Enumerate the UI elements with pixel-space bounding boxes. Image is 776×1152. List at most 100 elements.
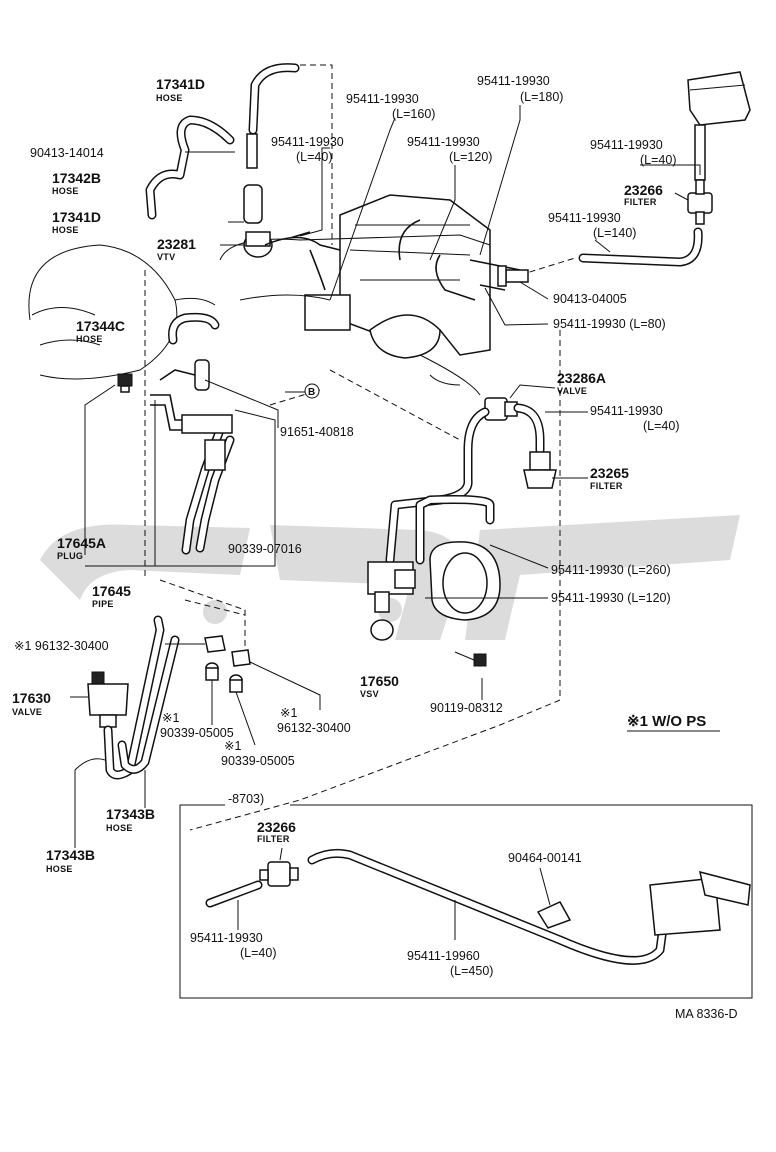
label-95411-19930-d: 95411-19930 [477, 74, 550, 88]
hose-17341d-mid [243, 184, 263, 224]
label-mark-1a: ※1 [162, 711, 179, 725]
label-17341d-top: 17341D [156, 76, 205, 92]
cap-90339-05005-a [205, 662, 219, 681]
label-95411-19930-b: 95411-19930 [271, 135, 344, 149]
callout-labels: 17341D HOSE 90413-14014 17342B HOSE 1734… [12, 74, 738, 1021]
valve-23286a [484, 397, 518, 421]
leader-lines [70, 105, 701, 940]
label-filter-1: FILTER [624, 197, 657, 207]
label-17342b: 17342B [52, 170, 101, 186]
label-mark-1c: ※1 [224, 739, 241, 753]
label-len-450: (L=450) [450, 964, 493, 978]
hose-95411-19930-l40-right [513, 403, 545, 455]
charcoal-canister-top [687, 71, 751, 181]
label-hose-4: HOSE [76, 334, 103, 344]
plug-17645a [117, 373, 133, 393]
circle-b-marker [304, 383, 320, 399]
label-95411-19930-e: 95411-19930 [590, 138, 663, 152]
label-17645a: 17645A [57, 535, 106, 551]
vtv-23281 [243, 231, 273, 258]
label-len-120-a: (L=120) [449, 150, 492, 164]
label-90339-05005-a: 90339-05005 [160, 726, 234, 740]
hose-95411-19960-l450 [307, 848, 667, 965]
label-90339-07016: 90339-07016 [228, 542, 302, 556]
label-hose-1: HOSE [156, 93, 183, 103]
label-23266-box: 23266 [257, 819, 296, 835]
label-len-40-c: (L=40) [643, 419, 679, 433]
clip-96132-30400-b [231, 649, 251, 667]
label-96132-30400-b: 96132-30400 [277, 721, 351, 735]
hose-95411-19930-l40-box [205, 880, 263, 908]
label-95411-19930-g: 95411-19930 (L=80) [553, 317, 666, 331]
label-95411-19930-i: 95411-19930 (L=260) [551, 563, 671, 577]
label-95411-19930-c: 95411-19930 [407, 135, 480, 149]
pipe-17645-assembly [150, 359, 235, 555]
label-vtv: VTV [157, 252, 175, 262]
section-box-8703 [179, 804, 753, 999]
label-17630: 17630 [12, 690, 51, 706]
filter-23265 [523, 451, 557, 489]
label-wo-ps-note: ※1 W/O PS [627, 713, 706, 730]
label-96132-30400-a: ※1 96132-30400 [14, 639, 109, 653]
label-mark-1b: ※1 [280, 706, 297, 720]
bolt-90119-08312 [454, 651, 487, 667]
label-hose-6: HOSE [46, 864, 73, 874]
label-91651-40818: 91651-40818 [280, 425, 354, 439]
label-90339-05005-b: 90339-05005 [221, 754, 295, 768]
charcoal-canister-box [649, 870, 751, 936]
label-hose-3: HOSE [52, 225, 79, 235]
air-cleaner-housing [28, 244, 216, 380]
label-len-40-a: (L=40) [296, 150, 332, 164]
label-95411-19930-a: 95411-19930 [346, 92, 419, 106]
label-17343b-a: 17343B [106, 806, 155, 822]
label-vsv: VSV [360, 689, 379, 699]
hose-17343b-b [117, 635, 180, 774]
label-range-8703: -8703) [228, 792, 264, 806]
filter-23266-top [687, 179, 713, 225]
label-filter-2: FILTER [590, 481, 623, 491]
label-valve-1: VALVE [557, 386, 587, 396]
label-hose-5: HOSE [106, 823, 133, 833]
valve-17630 [87, 671, 129, 728]
label-95411-19930-j: 95411-19930 (L=120) [551, 591, 671, 605]
label-23266-top: 23266 [624, 182, 663, 198]
label-95411-19960: 95411-19960 [407, 949, 480, 963]
label-figure-code: MA 8336-D [675, 1007, 738, 1021]
label-95411-19930-k: 95411-19930 [190, 931, 263, 945]
label-17341d-mid: 17341D [52, 209, 101, 225]
label-95411-19930-f: 95411-19930 [548, 211, 621, 225]
label-23286a: 23286A [557, 370, 606, 386]
label-23281: 23281 [157, 236, 196, 252]
connector-90413-14014 [246, 133, 258, 169]
connector-90413-04005 [497, 265, 529, 287]
label-17343b-b: 17343B [46, 847, 95, 863]
cap-90339-05005-b [229, 674, 243, 693]
label-len-160: (L=160) [392, 107, 435, 121]
label-plug: PLUG [57, 551, 83, 561]
label-90413-14014: 90413-14014 [30, 146, 104, 160]
label-pipe: PIPE [92, 599, 114, 609]
label-90413-04005: 90413-04005 [553, 292, 627, 306]
label-len-40-d: (L=40) [240, 946, 276, 960]
vsv-vacuum-hoses [385, 407, 495, 565]
label-circle-b: B [308, 387, 315, 398]
label-23265: 23265 [590, 465, 629, 481]
label-90464-00141: 90464-00141 [508, 851, 582, 865]
label-17344c: 17344C [76, 318, 125, 334]
clip-96132-30400-a [204, 635, 226, 653]
engine-assembly [219, 194, 491, 396]
label-valve-2: VALVE [12, 707, 42, 717]
label-hose-2: HOSE [52, 186, 79, 196]
label-len-140: (L=140) [593, 226, 636, 240]
label-len-180: (L=180) [520, 90, 563, 104]
hose-17344c [168, 312, 220, 345]
label-17645: 17645 [92, 583, 131, 599]
label-filter-3: FILTER [257, 834, 290, 844]
hose-95411-19930-l140 [578, 227, 703, 267]
label-17650: 17650 [360, 673, 399, 689]
clamp-90464-00141 [536, 901, 572, 929]
hose-17342b [145, 115, 235, 220]
label-len-40-b: (L=40) [640, 153, 676, 167]
filter-23266-box [259, 861, 299, 887]
